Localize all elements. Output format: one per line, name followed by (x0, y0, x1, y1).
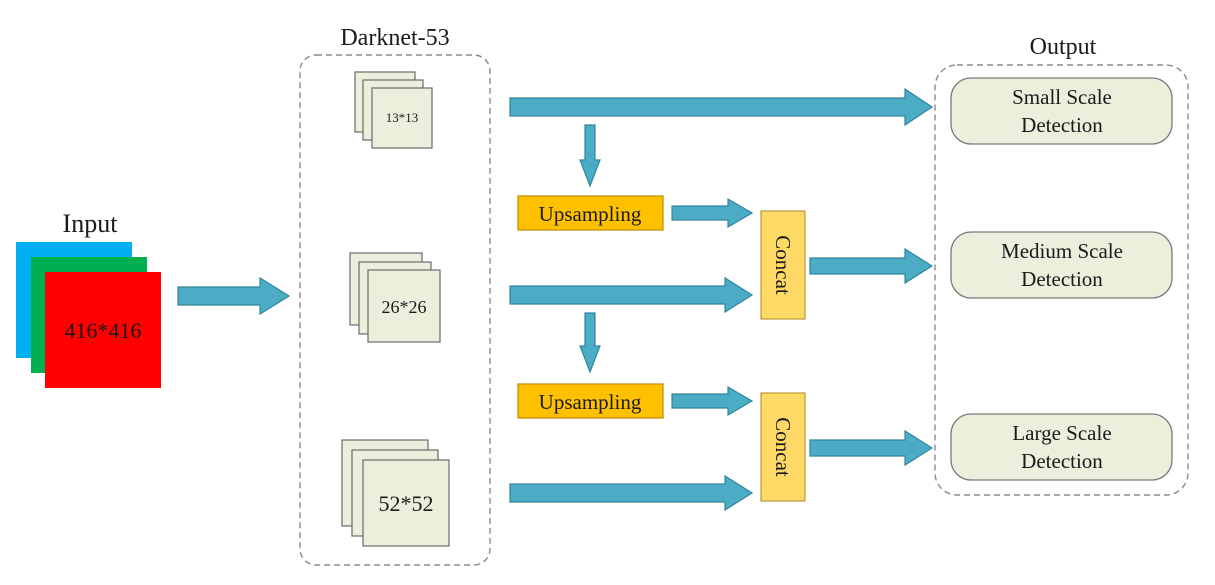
feature-map-52: 52*52 (341, 439, 450, 547)
small-scale-line-2: Detection (1021, 113, 1103, 137)
small-scale-line-1: Small Scale (1012, 85, 1112, 109)
output-frame (934, 64, 1189, 496)
upsampling-label-1: Upsampling (539, 202, 642, 226)
right-arrow-icon (509, 87, 934, 127)
right-arrow-icon (177, 276, 291, 316)
right-arrow-icon (809, 429, 934, 467)
down-arrow-icon (579, 312, 601, 374)
input-layer-red (45, 272, 161, 388)
input-block: Input 416*416 (16, 209, 161, 388)
upsampling-block-1: Upsampling (517, 195, 664, 231)
input-title: Input (63, 209, 119, 238)
down-arrow-icon (579, 124, 601, 188)
backbone-frame (299, 54, 491, 566)
small-scale-detection: Small Scale Detection (950, 77, 1173, 145)
concat-label-2: Concat (771, 417, 795, 477)
large-scale-detection: Large Scale Detection (950, 413, 1173, 481)
medium-scale-detection: Medium Scale Detection (950, 231, 1173, 299)
medium-scale-line-1: Medium Scale (1001, 239, 1123, 263)
medium-scale-line-2: Detection (1021, 267, 1103, 291)
upsampling-label-2: Upsampling (539, 390, 642, 414)
concat-block-1: Concat (760, 210, 806, 320)
feature-map-26: 26*26 (349, 252, 441, 343)
right-arrow-icon (671, 197, 754, 229)
feature-map-13-label: 13*13 (386, 110, 419, 125)
feature-map-52-label: 52*52 (379, 491, 434, 516)
feature-map-13: 13*13 (354, 71, 433, 149)
output-title: Output (1030, 34, 1097, 60)
output-group: Output Small Scale Detection Medium Scal… (934, 34, 1189, 496)
backbone-group: Darknet-53 13*13 26*26 52*52 (299, 25, 491, 566)
upsampling-block-2: Upsampling (517, 383, 664, 419)
feature-map-26-label: 26*26 (382, 297, 427, 317)
concat-label-1: Concat (771, 235, 795, 295)
large-scale-line-1: Large Scale (1012, 421, 1111, 445)
backbone-title: Darknet-53 (340, 25, 449, 51)
right-arrow-icon (509, 276, 754, 314)
right-arrow-icon (509, 474, 754, 512)
right-arrow-icon (809, 247, 934, 285)
concat-block-2: Concat (760, 392, 806, 502)
input-size-label: 416*416 (65, 318, 142, 343)
right-arrow-icon (671, 385, 754, 417)
large-scale-line-2: Detection (1021, 449, 1103, 473)
